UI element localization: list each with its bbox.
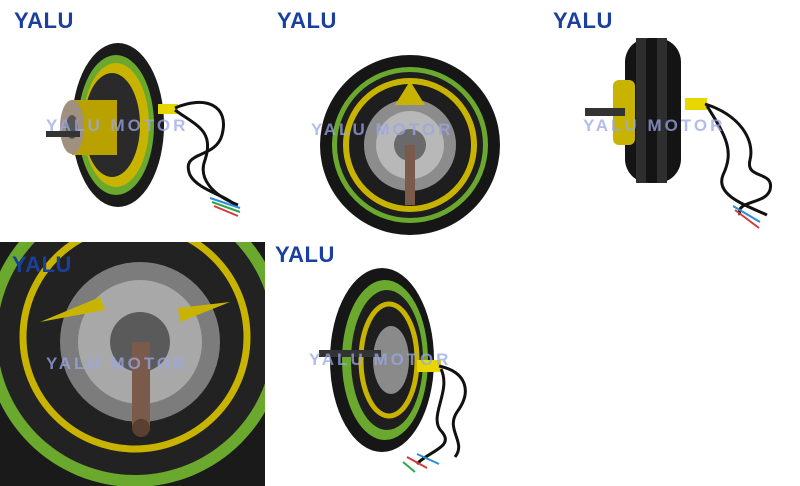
brand-logo: YALU	[275, 242, 335, 267]
product-photo-3: YALU YALU MOTOR	[535, 0, 800, 240]
empty-slot	[535, 242, 800, 486]
brand-logo: YALU	[553, 8, 613, 33]
hub-motor-threequarter-illustration	[319, 268, 467, 473]
product-photo-4: YALU YALU MOTOR	[0, 242, 265, 486]
hub-motor-side-illustration	[585, 38, 772, 229]
brand-logo: YALU	[12, 252, 72, 277]
watermark-text: YALU MOTOR	[46, 354, 189, 373]
watermark-text: YALU MOTOR	[583, 116, 726, 135]
watermark-text: YALU MOTOR	[311, 120, 454, 139]
brand-logo: YALU	[14, 8, 74, 33]
hub-motor-angled-illustration	[46, 43, 241, 217]
hub-motor-front-illustration	[320, 55, 500, 235]
watermark-text: YALU MOTOR	[309, 350, 452, 369]
product-photo-2: YALU YALU MOTOR	[267, 0, 533, 240]
product-photo-1: YALU YALU MOTOR	[0, 0, 265, 240]
hub-motor-closeup-illustration	[0, 242, 265, 486]
product-photo-5: YALU YALU MOTOR	[267, 242, 533, 486]
brand-logo: YALU	[277, 8, 337, 33]
watermark-text: YALU MOTOR	[46, 116, 189, 135]
